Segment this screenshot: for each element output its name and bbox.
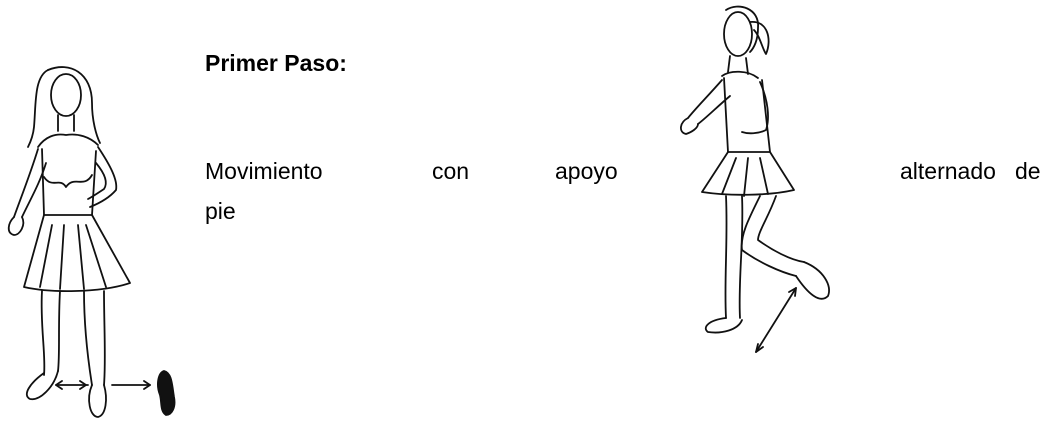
body-text-word-3: apoyo bbox=[555, 158, 618, 184]
body-text-word-4: alternado bbox=[900, 158, 996, 184]
left-figure-illustration bbox=[7, 66, 176, 418]
body-text-word-6: pie bbox=[205, 198, 236, 224]
section-heading: Primer Paso: bbox=[205, 50, 347, 76]
body-text-word-5: de bbox=[1015, 158, 1041, 184]
right-figure-illustration bbox=[680, 5, 830, 353]
body-text-word-1: Movimiento bbox=[205, 158, 323, 184]
body-text-word-2: con bbox=[432, 158, 470, 184]
